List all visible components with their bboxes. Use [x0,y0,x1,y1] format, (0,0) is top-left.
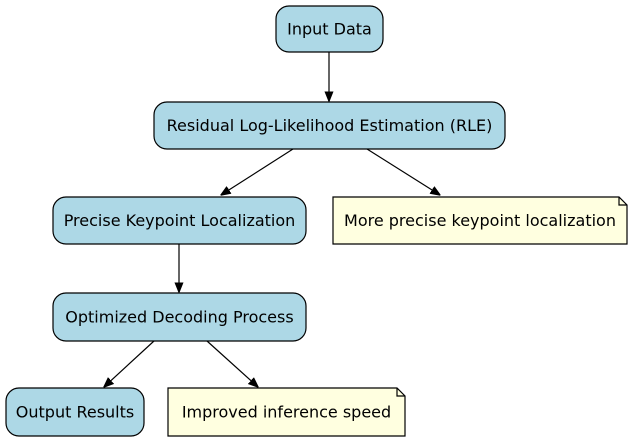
edge-decoding-to-output [104,340,155,387]
note-inference-speed-label: Improved inference speed [182,403,391,422]
node-keypoint-localization: Precise Keypoint Localization [52,196,307,245]
node-rle: Residual Log-Likelihood Estimation (RLE) [153,101,506,150]
node-input-data-label: Input Data [287,20,372,39]
note-precise-localization: More precise keypoint localization [332,196,628,245]
note-inference-speed: Improved inference speed [167,387,406,437]
node-decoding-process: Optimized Decoding Process [52,292,307,342]
edge-rle-to-keypoint [221,148,294,195]
edge-decoding-to-note-speed [206,340,258,387]
note-precise-localization-label: More precise keypoint localization [344,211,616,230]
node-rle-label: Residual Log-Likelihood Estimation (RLE) [167,116,493,135]
edges [104,52,440,387]
node-output-results-label: Output Results [16,403,134,422]
node-input-data: Input Data [275,5,384,53]
node-keypoint-localization-label: Precise Keypoint Localization [64,211,296,230]
edge-rle-to-note-localization [366,148,440,195]
node-decoding-process-label: Optimized Decoding Process [65,308,293,327]
node-output-results: Output Results [5,387,145,437]
